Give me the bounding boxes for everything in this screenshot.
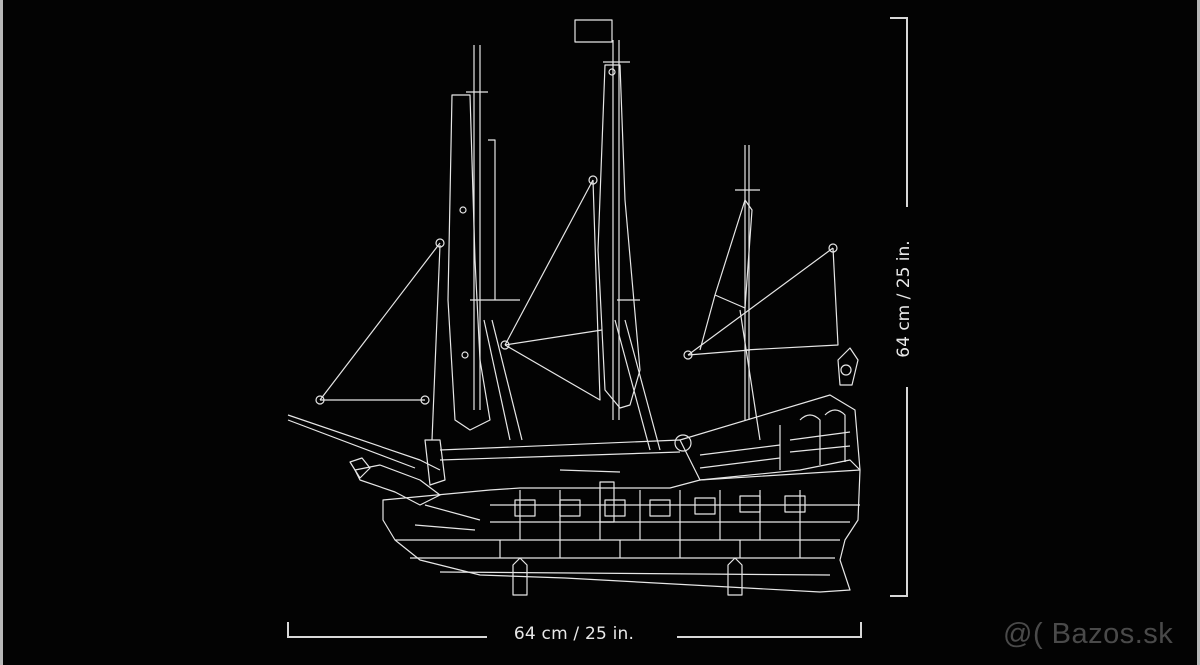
height-dimension: 64 cm / 25 in. [886, 17, 914, 597]
width-dimension-tick-left [287, 622, 289, 638]
height-dimension-line-bottom [906, 387, 908, 597]
main-mast [574, 19, 661, 451]
sails-rigging [315, 175, 839, 441]
height-dimension-line-top [906, 17, 908, 207]
mizzen-mast [714, 145, 761, 441]
hull [287, 347, 861, 596]
height-label: 64 cm / 25 in. [894, 240, 914, 358]
width-label: 64 cm / 25 in. [513, 624, 635, 644]
watermark: @( Bazos.sk [1003, 618, 1174, 650]
fore-mast [447, 45, 523, 441]
height-dimension-tick-bottom [890, 595, 908, 597]
left-border [0, 0, 3, 665]
width-dimension-line-right [677, 636, 862, 638]
height-dimension-tick-top [890, 17, 908, 19]
width-dimension-line-left [287, 636, 487, 638]
width-dimension: 64 cm / 25 in. [287, 622, 862, 644]
width-dimension-tick-right [860, 622, 862, 638]
right-border [1197, 0, 1200, 665]
